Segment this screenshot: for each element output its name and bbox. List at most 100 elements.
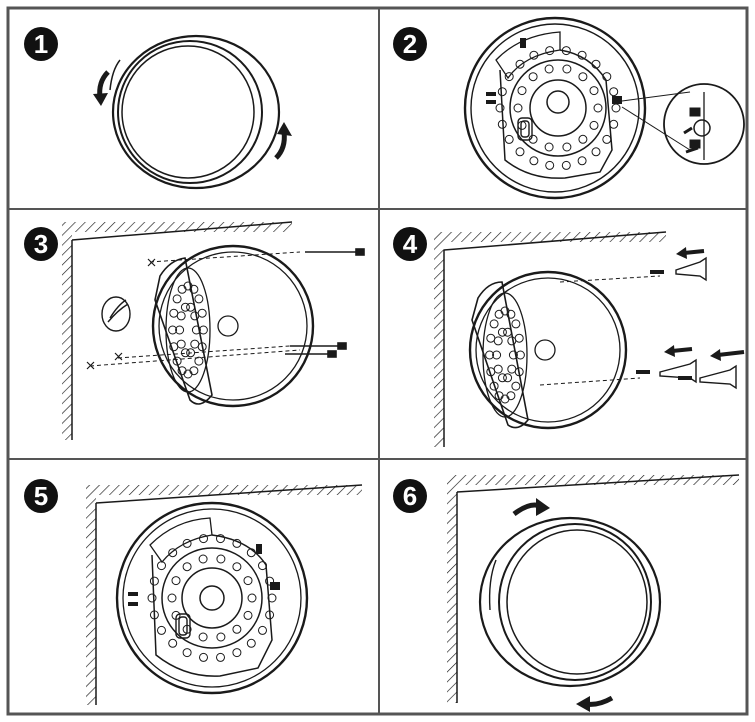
led-chip <box>167 593 177 603</box>
led-chip <box>172 294 182 304</box>
led-chip <box>191 325 201 335</box>
led-chip <box>561 160 571 170</box>
led-chip <box>497 327 507 337</box>
led-chip <box>602 134 612 144</box>
led-chip <box>243 576 253 586</box>
fixture-base-wired <box>115 501 309 695</box>
led-chip <box>232 562 242 572</box>
led-chip <box>494 309 504 319</box>
led-chip <box>577 156 587 166</box>
led-chip <box>247 593 257 603</box>
led-chip <box>489 319 499 329</box>
led-chip <box>489 381 499 391</box>
led-chip <box>232 624 242 634</box>
led-chip <box>147 593 157 603</box>
led-chip <box>246 638 256 648</box>
led-chip <box>190 311 200 321</box>
led-chip <box>511 319 521 329</box>
led-chip <box>528 72 538 82</box>
wall-surface <box>434 231 667 447</box>
wall-surface <box>447 474 740 703</box>
led-chip <box>199 534 208 544</box>
led-chip <box>503 327 513 337</box>
led-chip <box>514 367 524 377</box>
led-chip <box>177 284 187 294</box>
led-chip <box>593 103 603 113</box>
led-chip <box>168 325 178 335</box>
alignment-lines <box>539 275 661 386</box>
led-chip-ring <box>147 534 277 662</box>
led-chip <box>267 593 277 603</box>
led-chip <box>497 119 507 129</box>
led-chip <box>515 59 525 69</box>
panel-step-1: 1 <box>24 27 292 190</box>
led-chip <box>513 103 523 113</box>
step-number-6: 6 <box>403 481 417 511</box>
led-chip <box>149 610 159 620</box>
led-chip <box>232 538 242 548</box>
connector-block <box>175 613 191 639</box>
rotate-arrow-icon <box>512 498 550 517</box>
led-chip <box>494 391 504 401</box>
led-chip <box>190 339 200 349</box>
fixture-base-mounting <box>151 244 315 408</box>
led-chip <box>591 59 601 69</box>
led-chip <box>199 652 208 662</box>
led-chip <box>194 294 204 304</box>
mark-x <box>86 258 156 370</box>
led-chip <box>197 342 207 352</box>
led-chip <box>157 561 166 571</box>
step-badge-3: 3 <box>24 227 58 261</box>
push-arrow-icon <box>664 247 745 361</box>
led-chip <box>182 538 192 548</box>
led-chip <box>183 369 193 379</box>
step-badge-1: 1 <box>24 27 58 61</box>
led-chip <box>529 50 539 60</box>
panel-grid <box>6 6 749 716</box>
led-chip <box>515 147 525 157</box>
led-chip <box>177 366 187 376</box>
panel-step-3: 3 <box>24 221 365 440</box>
wall-surface <box>62 221 293 440</box>
led-chip <box>497 87 507 97</box>
led-chip <box>486 333 496 343</box>
led-chip <box>507 364 517 374</box>
led-chip <box>180 302 190 312</box>
led-chip <box>198 632 208 642</box>
led-chip <box>485 350 495 360</box>
led-chip <box>611 103 621 113</box>
led-chip <box>589 86 599 96</box>
led-chip <box>578 72 588 82</box>
led-chip <box>171 576 181 586</box>
led-chip <box>529 156 539 166</box>
led-chip <box>508 350 518 360</box>
led-chip <box>258 561 267 571</box>
wire-icon <box>101 296 131 332</box>
led-chip <box>168 638 178 648</box>
step-number-5: 5 <box>34 481 48 511</box>
screw-icon <box>285 248 365 358</box>
led-chip <box>169 342 179 352</box>
panel-step-2: 2 <box>393 16 745 200</box>
led-chip <box>544 142 554 152</box>
led-chip <box>517 86 527 96</box>
step-badge-5: 5 <box>24 479 58 513</box>
led-chip <box>492 350 502 360</box>
led-chip <box>216 534 225 544</box>
led-chip <box>544 64 554 74</box>
step-badge-2: 2 <box>393 27 427 61</box>
alignment-lines <box>89 251 301 367</box>
led-chip <box>504 72 514 82</box>
led-chip <box>194 356 204 366</box>
led-chip <box>506 391 516 401</box>
led-chip <box>493 364 503 374</box>
led-chip-ring <box>485 306 525 404</box>
step-number-2: 2 <box>403 29 417 59</box>
led-chip <box>216 652 225 662</box>
led-chip <box>172 356 182 366</box>
screw-icon <box>636 270 692 380</box>
led-chip <box>157 625 166 635</box>
led-chip <box>182 648 192 658</box>
